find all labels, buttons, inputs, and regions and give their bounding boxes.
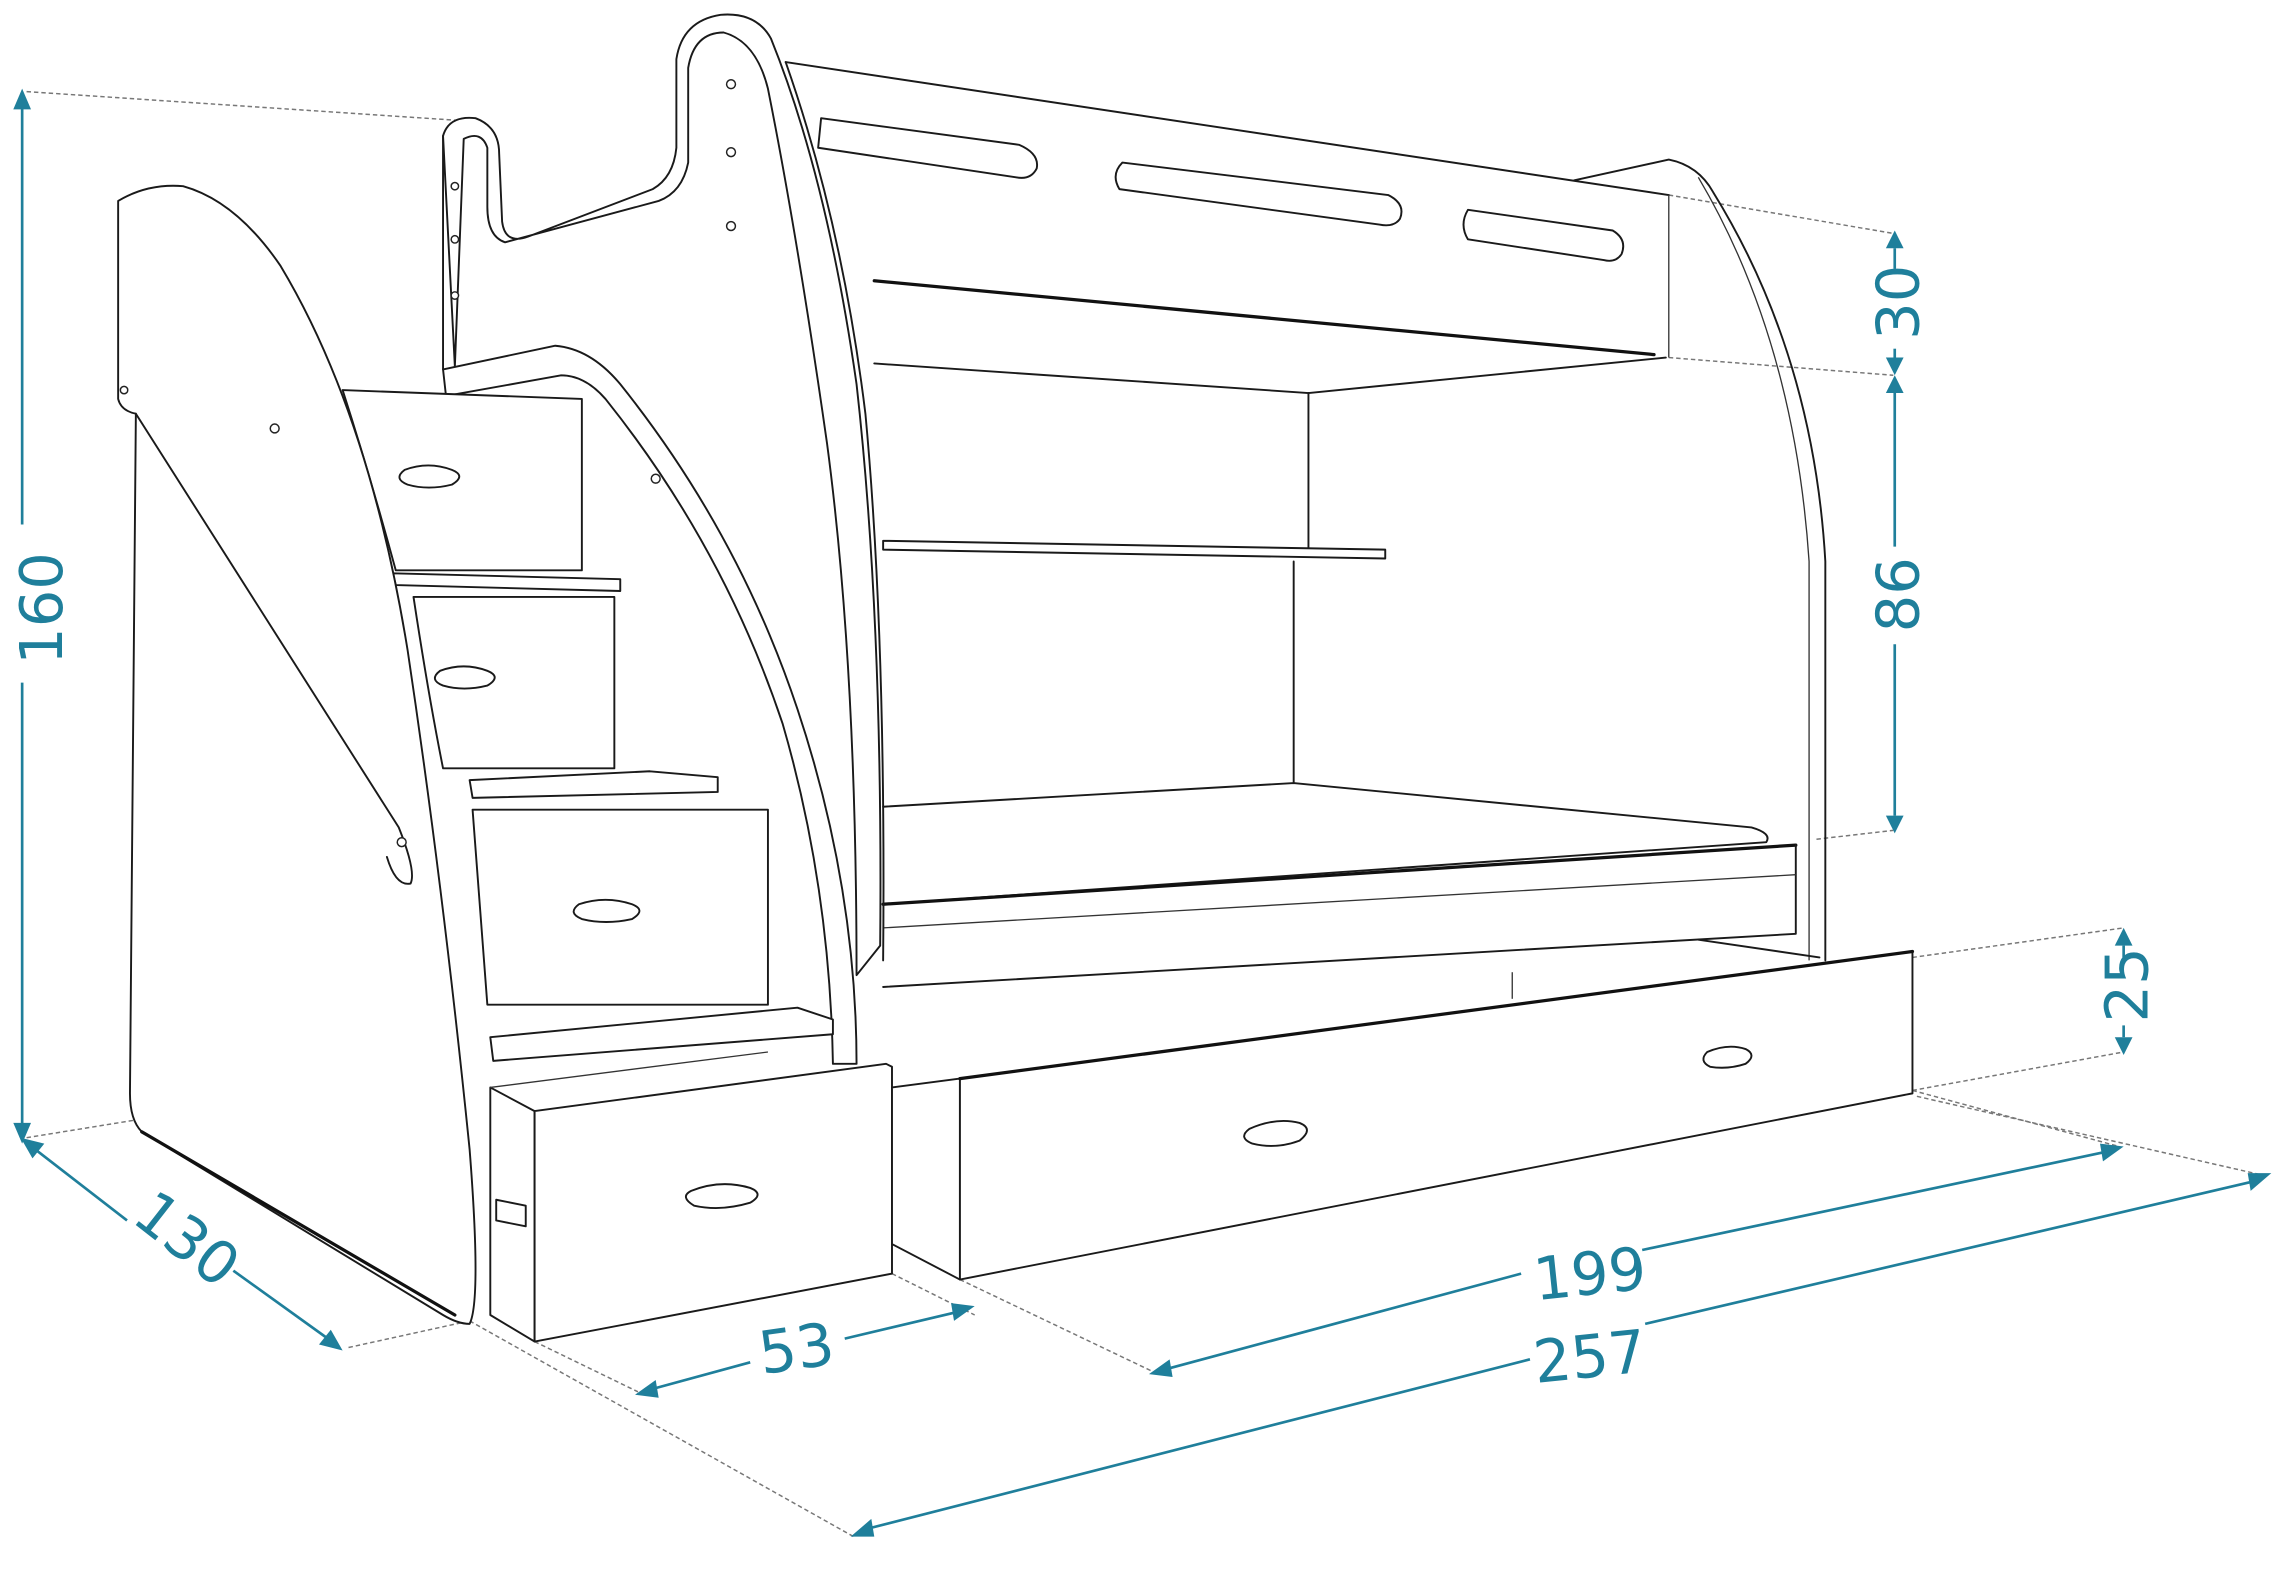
dimension-total-257 — [850, 1173, 2272, 1537]
under-bed-drawer — [891, 949, 1915, 1281]
label-bed-length: 199 — [1530, 1234, 1649, 1314]
dimension-bed-199 — [1148, 1143, 2124, 1378]
bed-frame — [784, 61, 1827, 999]
label-depth: 130 — [121, 1177, 252, 1301]
dimension-depth-130 — [20, 1137, 343, 1351]
label-drawer-height: 25 — [2092, 947, 2161, 1022]
arrow-down-icon — [13, 1122, 32, 1144]
dimension-clearance-86 — [1885, 375, 1904, 834]
dimension-stair-53 — [635, 1303, 975, 1398]
dimension-drawer-25 — [2114, 927, 2133, 1055]
staircase — [341, 344, 893, 1343]
label-total-length: 257 — [1530, 1316, 1649, 1396]
arrow-up-icon — [13, 88, 32, 110]
label-height: 160 — [7, 552, 76, 665]
label-stair-width: 53 — [754, 1309, 838, 1388]
label-clearance: 86 — [1863, 557, 1932, 632]
dimension-top-rail-30 — [1885, 230, 1904, 376]
dimension-height-160 — [13, 88, 32, 1144]
end-panel — [442, 13, 885, 977]
stair-side-panel — [117, 184, 477, 1325]
label-top-rail: 30 — [1863, 265, 1932, 340]
extension-lines — [26, 90, 2268, 1538]
